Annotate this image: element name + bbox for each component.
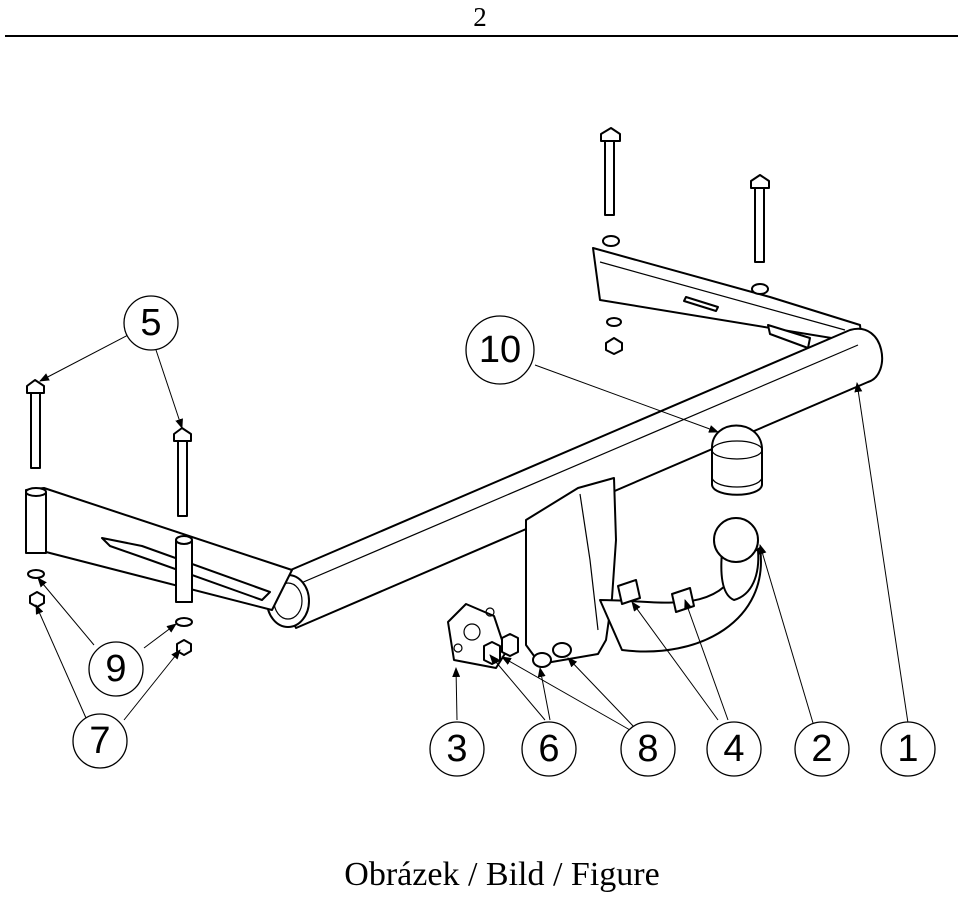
socket-plate	[447, 603, 572, 669]
callout-7-label: 7	[89, 720, 110, 762]
callout-6: 6	[521, 721, 577, 777]
leader-lines	[35, 333, 909, 731]
callout-10-label: 10	[479, 329, 521, 371]
callout-5-label: 5	[140, 302, 161, 344]
callout-2-label: 2	[811, 728, 832, 770]
callout-9: 9	[88, 641, 144, 697]
callout-6-label: 6	[538, 728, 559, 770]
callout-9-label: 9	[105, 648, 126, 690]
callout-4-label: 4	[723, 728, 744, 770]
left-bolts	[26, 379, 193, 656]
tow-hook	[525, 477, 762, 665]
callout-7: 7	[72, 713, 128, 769]
callout-8: 8	[620, 721, 676, 777]
left-bracket	[25, 487, 293, 611]
callout-1: 1	[880, 721, 936, 777]
page-number: 2	[473, 2, 487, 32]
cross-tube	[266, 327, 884, 629]
callout-1-label: 1	[897, 728, 918, 770]
figure-caption: Obrázek / Bild / Figure	[344, 856, 660, 893]
callout-8-label: 8	[637, 728, 658, 770]
callout-3: 3	[429, 721, 485, 777]
callout-5: 5	[123, 295, 179, 351]
callout-3-label: 3	[446, 728, 467, 770]
callout-4: 4	[706, 721, 762, 777]
right-bracket	[592, 247, 863, 349]
right-bolts	[600, 127, 770, 355]
callout-2: 2	[794, 721, 850, 777]
ball-cap	[711, 424, 763, 496]
header-rule	[5, 35, 958, 37]
callout-10: 10	[465, 315, 535, 385]
